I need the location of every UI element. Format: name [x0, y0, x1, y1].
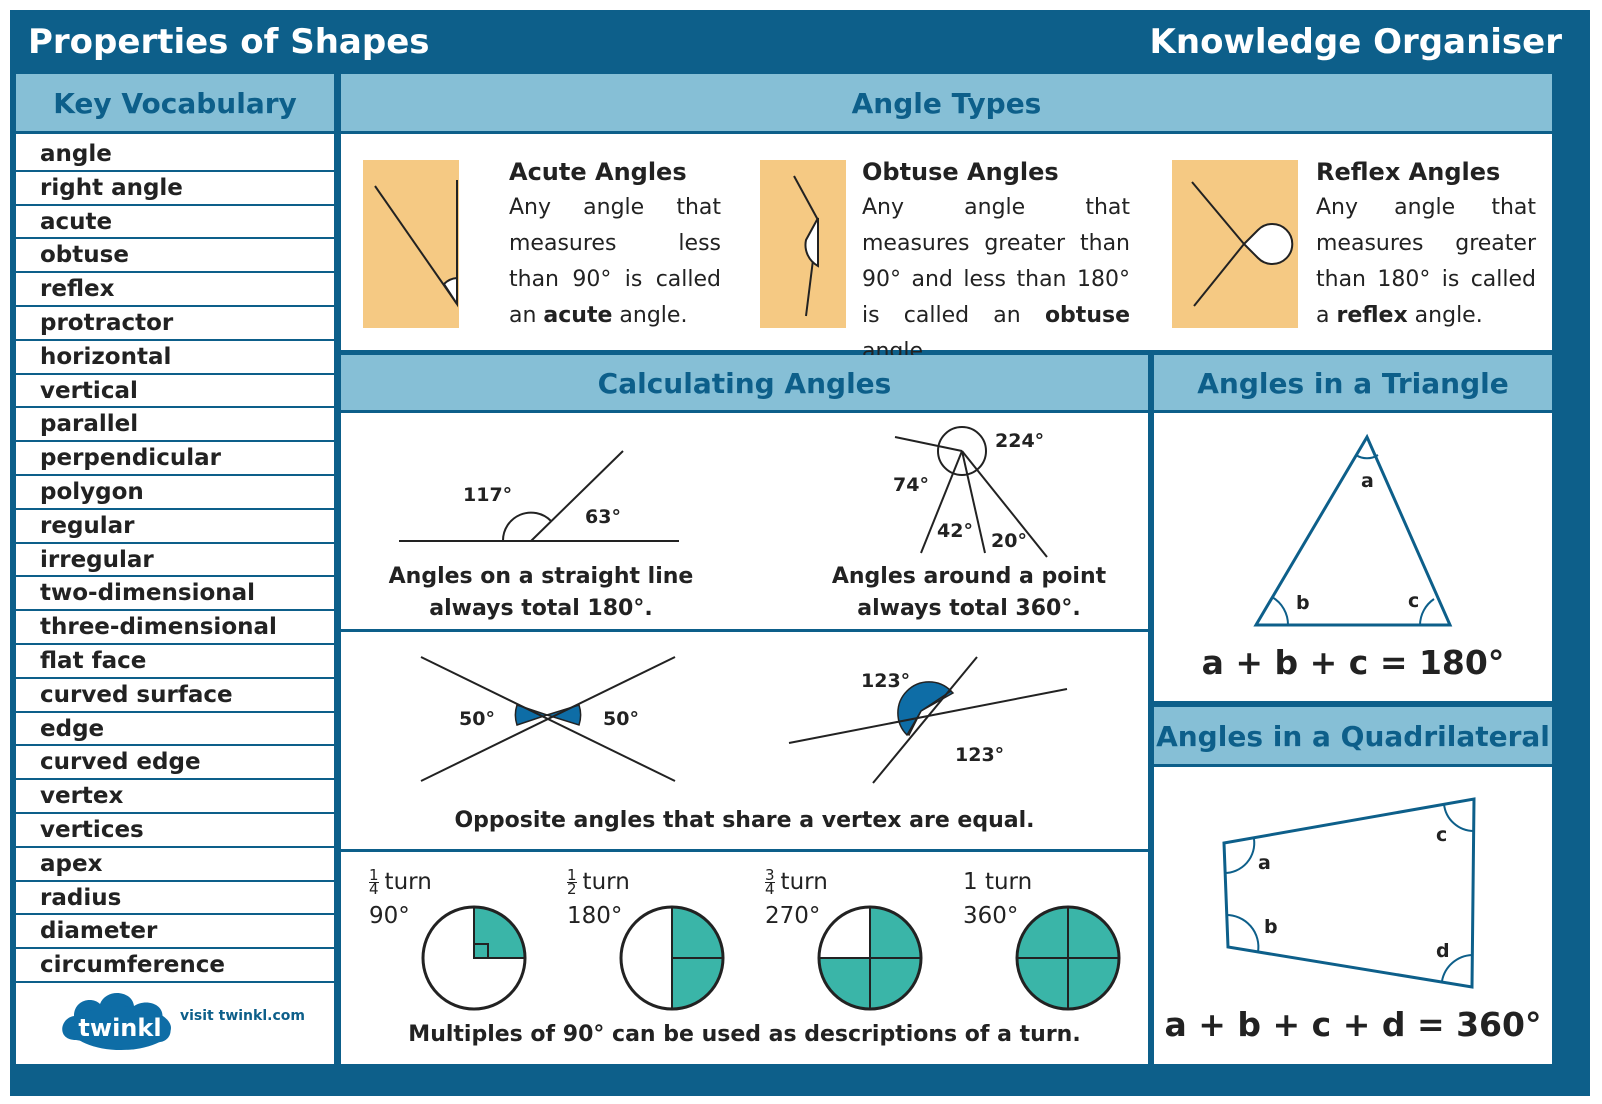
- obtuse-angle-diagram: [760, 160, 846, 328]
- quad-angle-a: a: [1258, 852, 1271, 874]
- angle-42-label: 42°: [937, 520, 973, 542]
- around-point-diagram: 224° 74° 42° 20°: [893, 426, 1048, 558]
- logo-brand: twinkl: [78, 1014, 161, 1042]
- reflex-angle-diagram: [1172, 160, 1298, 328]
- vocab-item: edge: [16, 713, 334, 747]
- triangle-angle-b: b: [1296, 592, 1310, 614]
- opposite-angles-caption: Opposite angles that share a vertex are …: [454, 808, 1035, 833]
- reflex-text: Any angle that measures greater than 180…: [1316, 195, 1536, 328]
- vocab-item: right angle: [16, 172, 334, 206]
- angle-50-left-label: 50°: [459, 708, 495, 730]
- vocab-item: apex: [16, 848, 334, 882]
- vocab-item: obtuse: [16, 239, 334, 274]
- vocab-item: parallel: [16, 408, 334, 443]
- vocab-item: radius: [16, 882, 334, 916]
- logo-area: twinkl visit twinkl.com: [16, 968, 334, 1064]
- vocab-item: angle: [16, 138, 334, 172]
- calculating-heading: Calculating Angles: [341, 355, 1148, 413]
- opposite-angles-left-diagram: 50° 50°: [420, 656, 676, 782]
- angle-50-right-label: 50°: [603, 708, 639, 730]
- opposite-angles-right-diagram: 123° 123°: [788, 656, 1068, 784]
- quadrilateral-diagram: a b c d: [1222, 797, 1476, 989]
- quad-angle-c: c: [1436, 824, 1447, 846]
- angle-123-top-label: 123°: [861, 670, 910, 692]
- angle-224-label: 224°: [995, 430, 1044, 452]
- quad-angle-b: b: [1264, 916, 1278, 938]
- turn-full-diagram: [1015, 905, 1121, 1011]
- turn-three-quarter-diagram: [817, 905, 923, 1011]
- vocab-item: horizontal: [16, 341, 334, 375]
- acute-angle-card: Acute Angles Any angle that measures les…: [341, 136, 741, 350]
- angle-20-label: 20°: [991, 530, 1027, 552]
- triangle-formula: a + b + c = 180°: [1201, 643, 1505, 682]
- turn-half-diagram: [619, 905, 725, 1011]
- quadrilateral-panel: Angles in a Quadrilateral a b c d a + b …: [1154, 707, 1552, 1064]
- obtuse-text: Any angle that measures greater than 90°…: [862, 195, 1130, 364]
- angle-117-label: 117°: [463, 484, 512, 506]
- divider: [341, 849, 1148, 852]
- vocabulary-list: angle right angle acute obtuse reflex pr…: [16, 138, 334, 983]
- calculating-panel: Calculating Angles 117° 63° Angles on a …: [341, 355, 1148, 1064]
- vocab-item: acute: [16, 206, 334, 240]
- acute-angle-diagram: [363, 160, 459, 328]
- turn-quarter-diagram: [421, 905, 527, 1011]
- angle-types-heading: Angle Types: [341, 74, 1552, 134]
- quadrilateral-formula: a + b + c + d = 360°: [1164, 1005, 1542, 1044]
- angle-63-label: 63°: [585, 506, 621, 528]
- vocab-item: three-dimensional: [16, 611, 334, 645]
- acute-title: Acute Angles: [509, 158, 687, 186]
- around-point-caption: Angles around a point always total 360°.: [831, 564, 1107, 621]
- vocab-item: two-dimensional: [16, 577, 334, 612]
- vocabulary-panel: Key Vocabulary angle right angle acute o…: [16, 74, 334, 1064]
- page-subtitle: Knowledge Organiser: [1149, 22, 1562, 62]
- turns-caption: Multiples of 90° can be used as descript…: [408, 1022, 1081, 1047]
- vocab-item: polygon: [16, 476, 334, 510]
- obtuse-title: Obtuse Angles: [862, 158, 1059, 186]
- straight-line-diagram: 117° 63°: [399, 450, 679, 542]
- acute-text: Any angle that measures less than 90° is…: [509, 195, 721, 328]
- vocab-item: curved surface: [16, 679, 334, 713]
- straight-line-caption: Angles on a straight line always total 1…: [388, 564, 694, 621]
- divider: [341, 629, 1148, 632]
- triangle-diagram: a b c: [1253, 433, 1453, 627]
- reflex-angle-card: Reflex Angles Any angle that measures gr…: [1154, 136, 1552, 350]
- quadrilateral-heading: Angles in a Quadrilateral: [1154, 707, 1552, 767]
- triangle-angle-c: c: [1408, 590, 1419, 612]
- reflex-title: Reflex Angles: [1316, 158, 1501, 186]
- visit-twinkl-link[interactable]: visit twinkl.com: [180, 1008, 305, 1024]
- vocab-item: diameter: [16, 915, 334, 950]
- obtuse-angle-card: Obtuse Angles Any angle that measures gr…: [746, 136, 1149, 364]
- vocab-item: vertex: [16, 780, 334, 814]
- vocab-item: regular: [16, 510, 334, 544]
- vocab-item: vertical: [16, 375, 334, 409]
- page-title: Properties of Shapes: [28, 22, 430, 62]
- vocab-item: perpendicular: [16, 442, 334, 476]
- triangle-panel: Angles in a Triangle a b c a + b + c = 1…: [1154, 355, 1552, 701]
- quad-angle-d: d: [1436, 940, 1450, 962]
- vocab-item: flat face: [16, 645, 334, 679]
- vocab-item: vertices: [16, 814, 334, 848]
- vocab-item: protractor: [16, 307, 334, 341]
- triangle-heading: Angles in a Triangle: [1154, 355, 1552, 413]
- vocab-item: reflex: [16, 273, 334, 307]
- vocab-item: irregular: [16, 544, 334, 578]
- vocab-item: curved edge: [16, 746, 334, 781]
- vocabulary-heading: Key Vocabulary: [16, 74, 334, 134]
- twinkl-logo: twinkl: [62, 992, 171, 1050]
- triangle-angle-a: a: [1361, 470, 1374, 492]
- angle-123-bottom-label: 123°: [955, 744, 1004, 766]
- angle-74-label: 74°: [893, 474, 929, 496]
- vocab-item: circumference: [16, 949, 334, 983]
- turn-full-label: 1 turn 360°: [963, 869, 1033, 929]
